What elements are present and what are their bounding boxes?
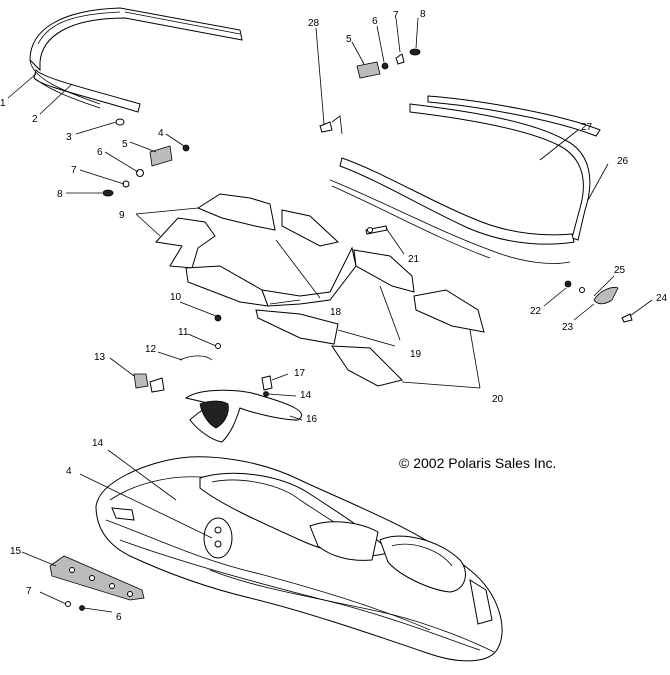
callout-21: 21: [408, 254, 420, 265]
leader-lines: [7, 17, 653, 613]
callout-14-bottom: 14: [92, 438, 104, 449]
callout-7-top: 7: [393, 10, 399, 21]
callout-14-mid: 14: [300, 390, 312, 401]
callout-10: 10: [170, 292, 182, 303]
trim-rail-left: [29, 7, 243, 113]
callout-7-bottom: 7: [26, 586, 32, 597]
callout-12: 12: [145, 344, 157, 355]
callout-5: 5: [122, 139, 128, 150]
callout-19: 19: [410, 349, 422, 360]
callout-6: 6: [97, 147, 103, 158]
deck-mats: [135, 193, 485, 389]
callout-20: 20: [492, 394, 504, 405]
callout-15: 15: [10, 546, 22, 557]
callout-24: 24: [656, 293, 668, 304]
side-panel: [49, 555, 145, 611]
callout-13: 13: [94, 352, 106, 363]
trim-rail-right: [329, 95, 601, 264]
callout-17: 17: [294, 368, 306, 379]
callout-25: 25: [614, 265, 626, 276]
callout-22: 22: [530, 306, 542, 317]
callout-labels: 1 2 3 4 5 6 7 8 9 28 6 7 8 5 27 26 21 18…: [0, 9, 668, 623]
hull-body: [95, 456, 503, 662]
callout-1: 1: [0, 98, 6, 109]
callout-18: 18: [330, 307, 342, 318]
callout-9: 9: [119, 210, 125, 221]
callout-6-bottom: 6: [116, 612, 122, 623]
callout-23: 23: [562, 322, 574, 333]
callout-26: 26: [617, 156, 629, 167]
right-hardware: [319, 48, 421, 235]
callout-28: 28: [308, 18, 320, 29]
callout-3: 3: [66, 132, 72, 143]
copyright-notice: © 2002 Polaris Sales Inc.: [399, 455, 556, 471]
left-hardware: [102, 118, 190, 197]
callout-8-top: 8: [420, 9, 426, 20]
callout-5-top: 5: [346, 34, 352, 45]
callout-16: 16: [306, 414, 318, 425]
callout-8: 8: [57, 189, 63, 200]
handle-assembly: [133, 314, 303, 443]
right-small-parts: [564, 280, 633, 323]
callout-2: 2: [32, 114, 38, 125]
callout-4: 4: [158, 128, 164, 139]
callout-11: 11: [178, 327, 189, 338]
callout-6-top: 6: [372, 16, 378, 27]
callout-27: 27: [581, 122, 593, 133]
callout-4-bottom: 4: [66, 466, 72, 477]
callout-7: 7: [71, 165, 77, 176]
